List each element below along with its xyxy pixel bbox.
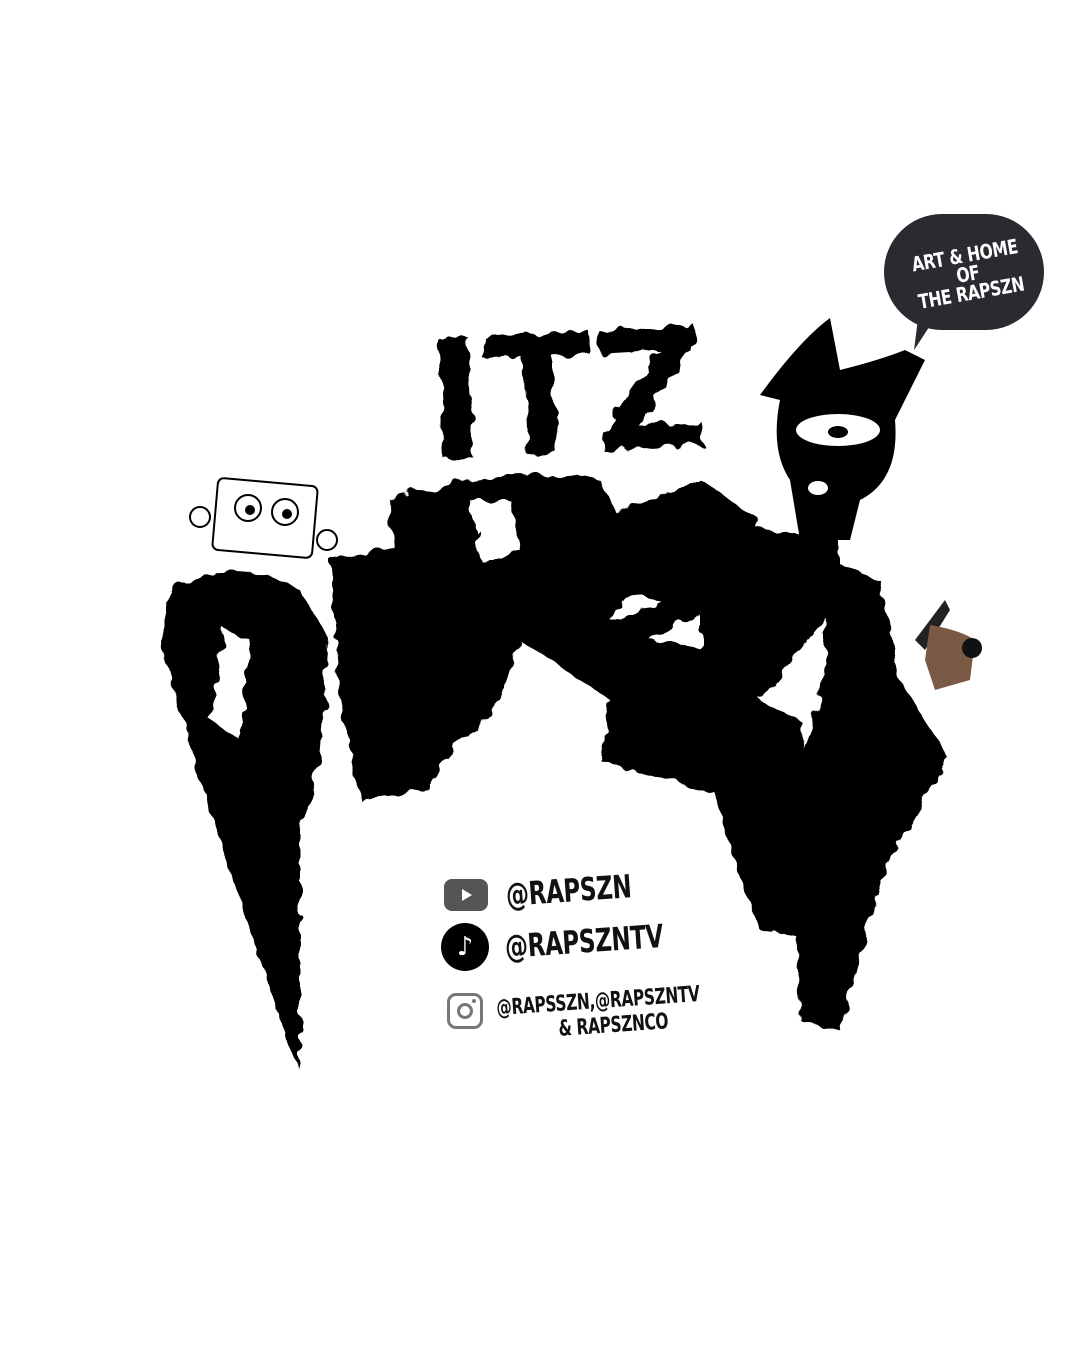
- logo-itz: ITZ: [422, 292, 711, 499]
- youtube-link[interactable]: @RAPSZN: [444, 867, 680, 914]
- tiktok-link[interactable]: ♪ @RAPSZNTV: [441, 917, 725, 971]
- youtube-icon: [444, 879, 488, 911]
- logo-letter-s: [500, 480, 760, 800]
- instagram-icon: [447, 993, 483, 1029]
- instagram-link[interactable]: @RAPSSZN,@RAPSZNTV & RAPSZNCO: [447, 982, 788, 1042]
- logo-letter-r: [160, 570, 330, 1070]
- speech-bubble: [884, 214, 1044, 330]
- instagram-handles: @RAPSSZN,@RAPSZNTV & RAPSZNCO: [496, 976, 790, 1046]
- tiktok-icon: ♪: [441, 923, 489, 971]
- bunny-character-icon: [760, 318, 925, 540]
- skater-figure-icon: [915, 600, 982, 690]
- logo-letter-n: [790, 560, 950, 1030]
- cassette-character-icon: [189, 477, 338, 559]
- youtube-handle: @RAPSZN: [504, 867, 633, 914]
- tiktok-handle: @RAPSZNTV: [503, 916, 665, 966]
